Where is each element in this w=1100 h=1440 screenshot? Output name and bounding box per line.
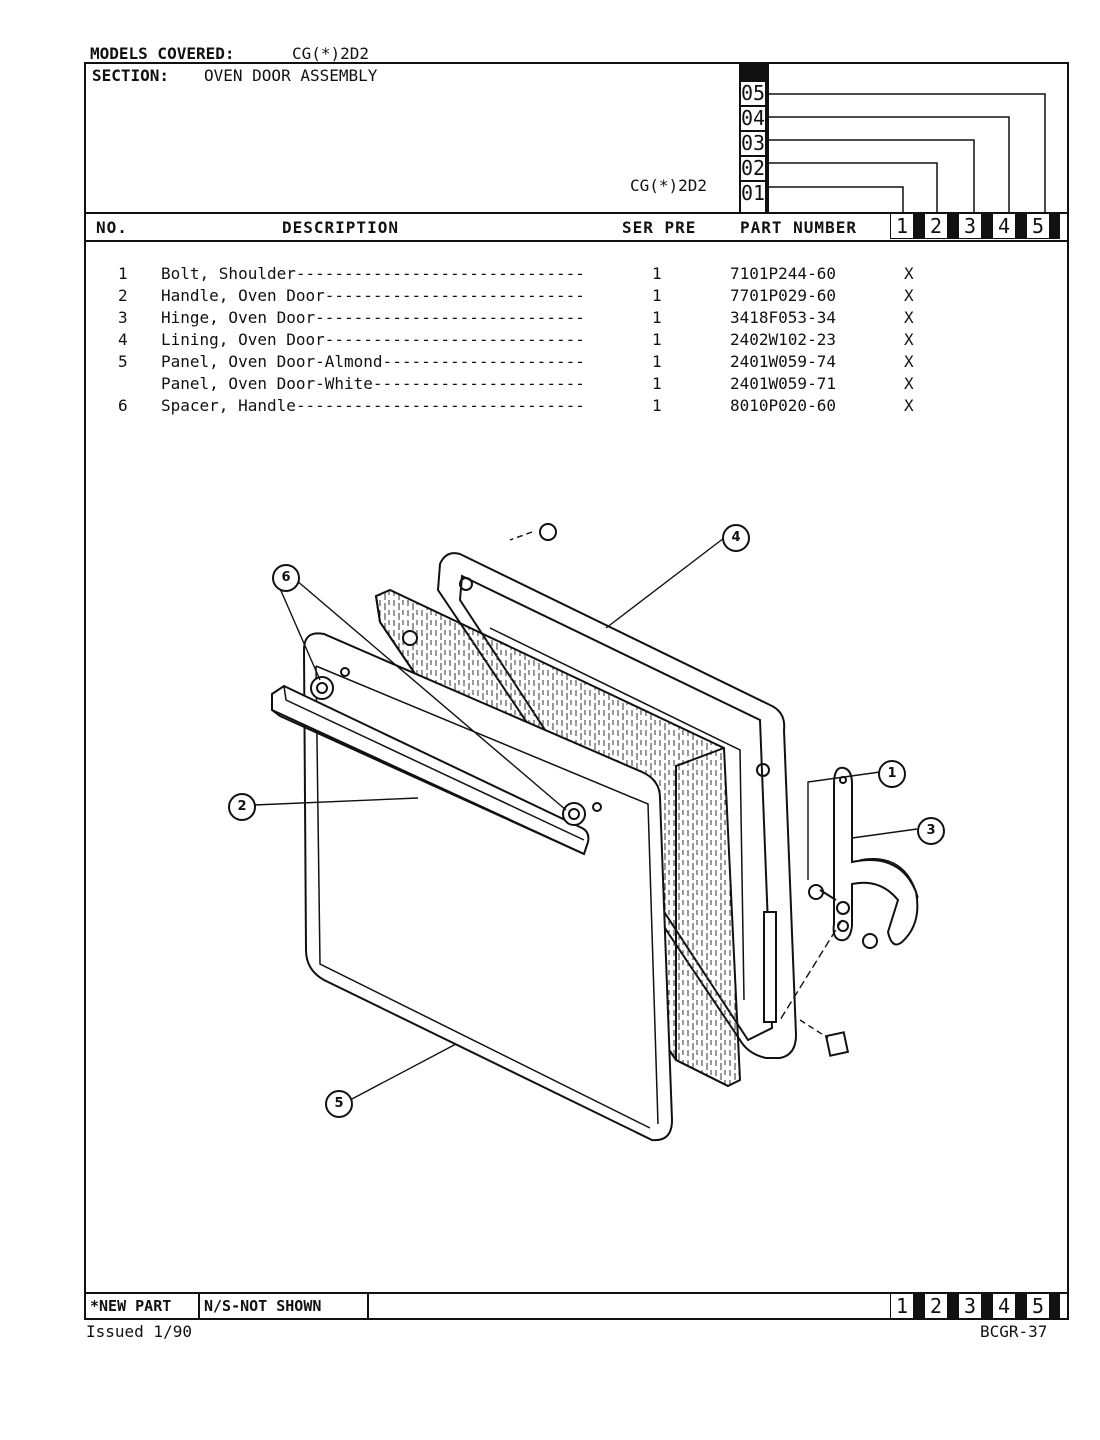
col-part-number: PART NUMBER: [740, 218, 857, 237]
header-box-2: 2: [924, 213, 958, 239]
series-code-04: 04: [741, 106, 767, 132]
models-covered-value: CG(*)2D2: [292, 44, 370, 63]
series-code-05: 05: [741, 81, 767, 107]
header-box-3: 3: [958, 213, 992, 239]
table-row: Panel, Oven Door-White------------------…: [0, 374, 1100, 396]
footer-box-5: 5: [1026, 1293, 1060, 1319]
footer-box-2: 2: [924, 1293, 958, 1319]
row-description: Lining, Oven Door-----------------------…: [161, 330, 585, 349]
row-no: 6: [118, 396, 128, 415]
header-box-4: 4: [992, 213, 1026, 239]
hinge-clip: [824, 1031, 850, 1057]
row-qty: 1: [652, 396, 662, 415]
door-hinge: [832, 766, 919, 946]
row-part-number: 7701P029-60: [730, 286, 836, 305]
oven-door-exploded-diagram: [253, 523, 919, 1142]
row-mark: X: [904, 308, 914, 327]
footer-box-3: 3: [958, 1293, 992, 1319]
table-row: 3 Hinge, Oven Door----------------------…: [0, 308, 1100, 330]
footer-box-1: 1: [890, 1293, 924, 1319]
row-mark: X: [904, 396, 914, 415]
table-row: 6 Spacer, Handle------------------------…: [0, 396, 1100, 418]
row-part-number: 2401W059-74: [730, 352, 836, 371]
row-qty: 1: [652, 330, 662, 349]
table-row: 1 Bolt, Shoulder------------------------…: [0, 264, 1100, 286]
row-qty: 1: [652, 308, 662, 327]
row-mark: X: [904, 286, 914, 305]
col-no: NO.: [96, 218, 128, 237]
row-no: 5: [118, 352, 128, 371]
oven-door-handle: [271, 684, 590, 856]
row-qty: 1: [652, 374, 662, 393]
callout-5: 5: [325, 1090, 353, 1118]
row-part-number: 2402W102-23: [730, 330, 836, 349]
row-part-number: 2401W059-71: [730, 374, 836, 393]
table-row: 5 Panel, Oven Door-Almond---------------…: [0, 352, 1100, 374]
series-connector-lines: [767, 93, 1046, 212]
footer-box-4: 4: [992, 1293, 1026, 1319]
header-box-1: 1: [890, 213, 924, 239]
row-no: 3: [118, 308, 128, 327]
row-description: Panel, Oven Door-White------------------…: [161, 374, 585, 393]
model-code: CG(*)2D2: [630, 176, 708, 195]
issued-date: Issued 1/90: [86, 1322, 192, 1341]
page-frame: [84, 62, 1069, 1320]
row-description: Spacer, Handle--------------------------…: [161, 396, 585, 415]
row-part-number: 3418F053-34: [730, 308, 836, 327]
row-description: Bolt, Shoulder--------------------------…: [161, 264, 585, 283]
row-part-number: 8010P020-60: [730, 396, 836, 415]
header-box-5: 5: [1026, 213, 1060, 239]
row-description: Panel, Oven Door-Almond-----------------…: [161, 352, 585, 371]
row-mark: X: [904, 330, 914, 349]
row-qty: 1: [652, 352, 662, 371]
series-code-02: 02: [741, 156, 767, 182]
row-description: Handle, Oven Door-----------------------…: [161, 286, 585, 305]
row-mark: X: [904, 264, 914, 283]
section-value: OVEN DOOR ASSEMBLY: [204, 66, 378, 85]
lining-bolt: [402, 630, 418, 646]
spacer-left: [310, 676, 334, 700]
series-code-list: 05 04 03 02 01: [741, 82, 767, 205]
row-part-number: 7101P244-60: [730, 264, 836, 283]
callout-4: 4: [722, 524, 750, 552]
not-shown-legend: N/S-NOT SHOWN: [204, 1297, 322, 1315]
row-qty: 1: [652, 286, 662, 305]
callout-3: 3: [917, 817, 945, 845]
series-code-03: 03: [741, 131, 767, 157]
row-mark: X: [904, 352, 914, 371]
col-description: DESCRIPTION: [282, 218, 399, 237]
callout-6: 6: [272, 564, 300, 592]
models-covered-label: MODELS COVERED:: [90, 44, 235, 63]
page-code: BCGR-37: [980, 1322, 1048, 1341]
row-qty: 1: [652, 264, 662, 283]
row-no: 4: [118, 330, 128, 349]
callout-1: 1: [878, 760, 906, 788]
new-part-legend: *NEW PART: [90, 1297, 172, 1315]
shoulder-bolt: [808, 884, 824, 900]
spacer-right: [562, 802, 586, 826]
section-label: SECTION:: [92, 66, 170, 85]
row-no: 2: [118, 286, 128, 305]
table-row: 4 Lining, Oven Door---------------------…: [0, 330, 1100, 352]
row-no: 1: [118, 264, 128, 283]
top-bolt: [539, 523, 557, 541]
callout-2: 2: [228, 793, 256, 821]
row-mark: X: [904, 374, 914, 393]
hinge-nut: [862, 933, 878, 949]
row-description: Hinge, Oven Door------------------------…: [161, 308, 585, 327]
table-row: 2 Handle, Oven Door---------------------…: [0, 286, 1100, 308]
col-ser-pre: SER PRE: [622, 218, 697, 237]
series-code-01: 01: [741, 181, 766, 205]
